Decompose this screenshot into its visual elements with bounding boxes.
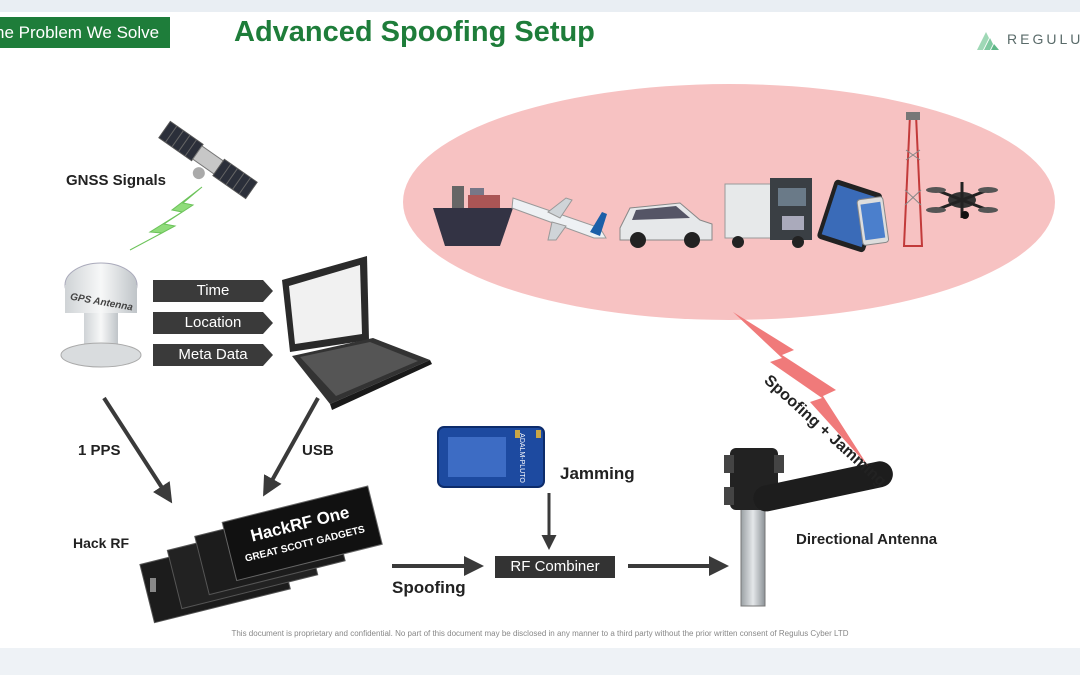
pluto-label: ADALM-PLUTO bbox=[518, 433, 525, 483]
truck-icon bbox=[724, 178, 812, 248]
usb-arrow bbox=[263, 397, 320, 497]
meta-data-pill: Meta Data bbox=[153, 344, 273, 366]
hackrf-stack-icon: HackRF One GREAT SCOTT GADGETS bbox=[139, 485, 383, 624]
gps-antenna-icon: GPS Antenna bbox=[60, 262, 142, 368]
top-bar bbox=[0, 0, 1080, 12]
directional-antenna-icon bbox=[724, 448, 893, 607]
adalm-pluto-icon: ADALM-PLUTO bbox=[437, 426, 545, 488]
spoof-jam-signal-bolt bbox=[733, 312, 868, 466]
rf-combiner-box: RF Combiner bbox=[495, 556, 615, 578]
hackrf-label: Hack RF bbox=[73, 535, 130, 551]
gnss-signal-bolt bbox=[129, 186, 203, 251]
pps-label: 1 PPS bbox=[78, 442, 121, 459]
airplane-icon bbox=[511, 197, 607, 241]
pps-arrow bbox=[102, 396, 173, 504]
car-icon bbox=[619, 202, 713, 248]
gnss-signals-label: GNSS Signals bbox=[66, 172, 167, 189]
location-pill: Location bbox=[153, 312, 273, 334]
usb-label: USB bbox=[302, 442, 334, 459]
satellite-icon bbox=[158, 120, 258, 200]
jamming-label: Jamming bbox=[560, 464, 635, 483]
brand-logo: REGULU bbox=[975, 26, 1080, 52]
section-tag: he Problem We Solve bbox=[0, 17, 170, 48]
directional-antenna-label: Directional Antenna bbox=[796, 531, 938, 548]
confidentiality-note: This document is proprietary and confide… bbox=[231, 629, 849, 638]
laptop-icon bbox=[282, 256, 432, 410]
time-pill: Time bbox=[153, 280, 273, 302]
ship-icon bbox=[433, 186, 513, 246]
brand-name: REGULU bbox=[1007, 31, 1080, 47]
cell-tower-icon bbox=[902, 112, 924, 247]
spoofing-label: Spoofing bbox=[392, 578, 466, 597]
regulus-logo-icon bbox=[977, 32, 999, 50]
tablet-icon bbox=[817, 179, 890, 253]
slide-title: Advanced Spoofing Setup bbox=[234, 16, 595, 48]
drone-icon bbox=[926, 182, 998, 219]
bottom-bar bbox=[0, 648, 1080, 675]
